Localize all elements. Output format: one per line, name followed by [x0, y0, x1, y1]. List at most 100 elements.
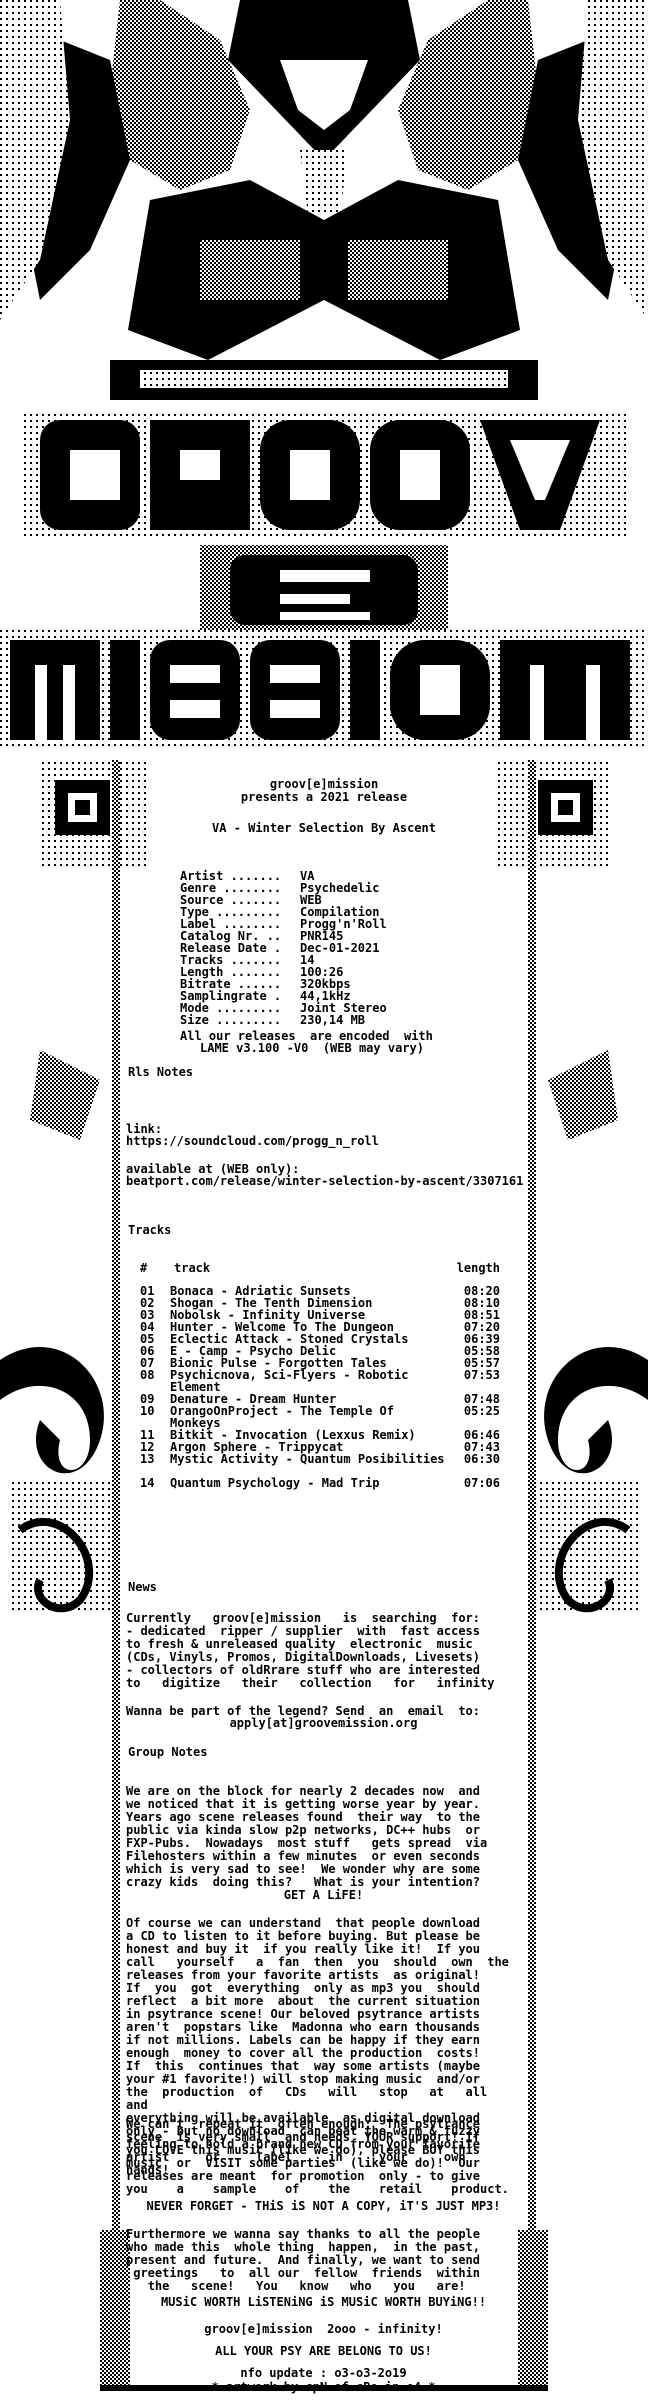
info-key: Genre ........: [180, 881, 282, 895]
track-length: 07:20: [463, 1320, 500, 1334]
group-name: groov[e]mission: [269, 777, 379, 791]
track-title: Quantum Psychology - Mad Trip: [170, 1476, 380, 1490]
track-title: Bonaca - Adriatic Sunsets: [170, 1284, 351, 1298]
soundcloud-link[interactable]: https://soundcloud.com/progg_n_roll: [126, 1134, 379, 1148]
track-length: 06:39: [463, 1332, 500, 1346]
encode-note-2: LAME v3.100 -V0 (WEB may vary): [200, 1041, 424, 1055]
info-value: Progg'n'Roll: [300, 917, 387, 931]
track-no: 14: [140, 1476, 155, 1490]
track-no: 03: [140, 1308, 155, 1322]
encode-note: All our releases are encoded with: [180, 1029, 433, 1043]
news-apply: Wanna be part of the legend? Send an ema…: [126, 1704, 481, 1718]
info-row: Artist ....... VA: [180, 870, 387, 882]
artwork-credit: * artwork by cpN of cRo in o4 *: [211, 2380, 436, 2394]
info-row: Genre ........Psychedelic: [180, 882, 387, 894]
track-no: 09: [140, 1392, 155, 1406]
info-key: Label ........: [180, 917, 282, 931]
track-no: 01: [140, 1284, 155, 1298]
track-length: 05:58: [463, 1344, 500, 1358]
get-a-life: GET A LiFE!: [283, 1888, 364, 1902]
apply-email[interactable]: apply[at]groovemission.org: [229, 1716, 418, 1730]
info-key: Mode .........: [180, 1001, 282, 1015]
track-no: 07: [140, 1356, 155, 1370]
track-no: 02: [140, 1296, 155, 1310]
track-title: Nobolsk - Infinity Universe: [170, 1308, 366, 1322]
track-no: 13: [140, 1452, 155, 1466]
creature-mask-art: [0, 0, 648, 400]
section-news: News: [128, 1580, 157, 1594]
info-value: PNR145: [300, 929, 344, 943]
section-rls-notes: Rls Notes: [128, 1065, 194, 1079]
track-length: 06:30: [463, 1452, 500, 1466]
header-track: track: [174, 1261, 211, 1275]
info-value: VA: [300, 869, 315, 883]
track-row: 03 Nobolsk - Infinity Universe 08:51: [140, 1309, 500, 1321]
group-notes-p1: We are on the block for nearly 2 decades…: [126, 1784, 488, 1889]
e-bracket-logo-art: [200, 545, 448, 635]
beatport-link[interactable]: beatport.com/release/winter-selection-by…: [126, 1174, 524, 1188]
info-row: Length ....... 100:26: [180, 966, 387, 978]
frame-top-art: [40, 760, 608, 2260]
section-group-notes: Group Notes: [128, 1745, 208, 1759]
track-length: 05:25: [463, 1404, 500, 1418]
group-notes-p4: Furthermore we wanna say thanks to all t…: [126, 2227, 481, 2293]
info-row: Bitrate ......320kbps: [180, 978, 387, 990]
section-tracks: Tracks: [128, 1223, 172, 1237]
info-key: Bitrate ......: [180, 977, 282, 991]
track-length: 07:48: [463, 1392, 500, 1406]
slogan: MUSiC WORTH LiSTENiNG iS MUSiC WORTH BUY…: [160, 2295, 487, 2309]
frame-bottom-art: [100, 2230, 548, 2391]
info-key: Catalog Nr. ..: [180, 929, 282, 943]
track-title: Eclectic Attack - Stoned Crystals: [170, 1332, 409, 1346]
never-forget: NEVER FORGET - THiS iS NOT A COPY, iT'S …: [146, 2199, 501, 2213]
track-row: 06 E - Camp - Psycho Delic 05:58: [140, 1345, 500, 1357]
info-value: Compilation: [300, 905, 380, 919]
info-row: Size ......... 230,14 MB: [180, 1014, 387, 1026]
release-title: VA - Winter Selection By Ascent: [212, 821, 436, 835]
info-row: Mode .........Joint Stereo: [180, 1002, 387, 1014]
track-title: E - Camp - Psycho Delic: [170, 1344, 337, 1358]
track-no: 10: [140, 1404, 155, 1418]
track-title: Shogan - The Tenth Dimension: [170, 1296, 373, 1310]
track-length: 08:51: [463, 1308, 500, 1322]
info-key: Samplingrate .: [180, 989, 282, 1003]
available-label: available at (WEB only):: [126, 1162, 300, 1176]
track-title: Denature - Dream Hunter: [170, 1392, 337, 1406]
info-value: 100:26: [300, 965, 344, 979]
info-row: Type ......... Compilation: [180, 906, 387, 918]
track-title: Hunter - Welcome To The Dungeon: [170, 1320, 394, 1334]
info-value: WEB: [300, 893, 322, 907]
info-key: Length .......: [180, 965, 282, 979]
belong-slogan: ALL YOUR PSY ARE BELONG TO US!: [215, 2344, 432, 2358]
mission-logo-art: [0, 630, 648, 750]
track-no: 06: [140, 1344, 155, 1358]
track-length: 05:57: [463, 1356, 500, 1370]
info-key: Tracks .......: [180, 953, 282, 967]
track-title: Psychicnova, Sci-Flyers - Robotic Elemen…: [170, 1368, 409, 1394]
info-value: 230,14 MB: [300, 1013, 366, 1027]
info-row: Source .......WEB: [180, 894, 387, 906]
track-title: OrangoOnProject - The Temple Of Monkeys: [170, 1404, 394, 1430]
news-paragraph: Currently groov[e]mission is searching f…: [126, 1611, 495, 1690]
info-row: Tracks .......14: [180, 954, 387, 966]
info-key: Artist .......: [180, 869, 282, 883]
track-row: 09 Denature - Dream Hunter 07:48: [140, 1393, 500, 1405]
info-key: Type .........: [180, 905, 282, 919]
signoff: groov[e]mission 2ooo - infinity!: [204, 2322, 443, 2336]
track-no: 12: [140, 1440, 155, 1454]
track-length: 08:20: [463, 1284, 500, 1298]
group-notes-p3: We can't repeat it often enough: The psy…: [126, 2117, 509, 2196]
info-value: 44,1kHz: [300, 989, 351, 1003]
info-key: Size .........: [180, 1013, 282, 1027]
link-label: link:: [126, 1122, 163, 1136]
track-length: 06:46: [463, 1428, 500, 1442]
